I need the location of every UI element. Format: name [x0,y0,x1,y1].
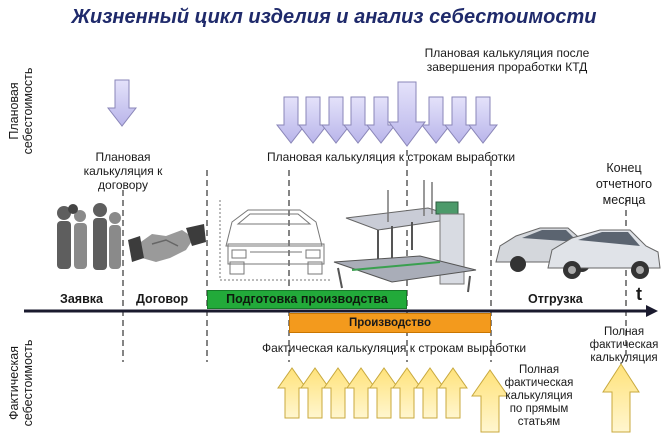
stage-shipment: Отгрузка [528,292,583,306]
actual-arrows [277,363,640,433]
production-stage-bar: Производство [289,313,491,333]
timeline-axis [24,305,658,317]
note-planned-lines: Плановая калькуляция к строкам выработки [266,150,516,164]
handshake-illustration [128,224,206,262]
note-planned-after-ktd: Плановая калькуляция после завершения пр… [424,46,590,74]
note-actual-direct: Полная фактическая калькуляция по прямым… [504,364,574,428]
note-end-of-month: Конец отчетного месяца [595,161,653,207]
stage-contract: Договор [136,292,189,306]
cars-illustration [495,227,661,279]
production-machine-illustration [333,180,477,293]
note-actual-full: Полная фактическая калькуляция [589,326,659,364]
note-actual-lines: Фактическая калькуляция к строкам вырабо… [261,341,527,355]
time-axis-label: t [636,284,642,304]
note-planned-contract: Плановая калькуляция к договору [83,150,163,192]
prep-stage-label: Подготовка производства [226,292,388,306]
car-blueprint-illustration [219,200,330,281]
diagram-title: Жизненный цикл изделия и анализ себестои… [71,6,597,28]
prep-stage-bar: Подготовка производства [207,290,407,309]
stage-request: Заявка [60,292,103,306]
people-illustration [57,203,121,270]
planned-arrows [107,79,498,147]
production-stage-label: Производство [348,317,431,329]
